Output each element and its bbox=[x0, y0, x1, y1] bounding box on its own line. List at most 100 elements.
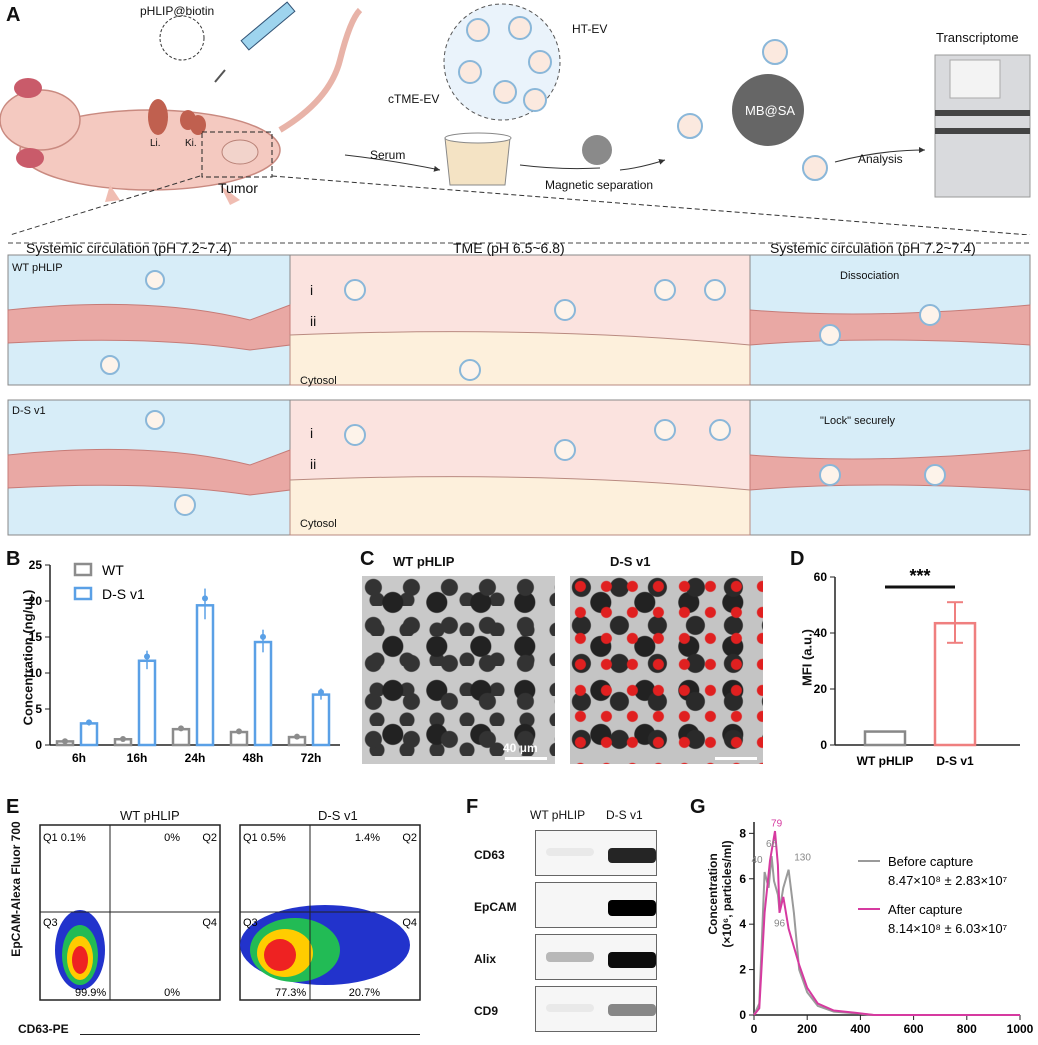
g-x-tick-label: 400 bbox=[850, 1022, 870, 1036]
flow-q4-value: 0% bbox=[164, 987, 180, 999]
panel-f-col-wt: WT pHLIP bbox=[530, 808, 586, 822]
cytosol-label-1: Cytosol bbox=[300, 375, 337, 387]
b-x-tick-label: 48h bbox=[243, 751, 264, 765]
flow-q3-value: 77.3% bbox=[275, 987, 306, 999]
serum-label: Serum bbox=[370, 148, 406, 162]
b-legend-ds: D-S v1 bbox=[102, 586, 145, 602]
blot-band bbox=[608, 952, 656, 968]
panel-letter-b: B bbox=[6, 548, 21, 570]
sys-circ-right-label: Systemic circulation (pH 7.2~7.4) bbox=[770, 240, 976, 256]
g-x-tick-label: 800 bbox=[957, 1022, 977, 1036]
b-y-tick-label: 15 bbox=[29, 630, 43, 644]
flow-density bbox=[72, 946, 88, 974]
flow-q1-label: Q1 0.5% bbox=[243, 832, 286, 844]
g-y-tick-label: 8 bbox=[739, 826, 746, 840]
b-bar-ds bbox=[311, 693, 331, 747]
b-y-tick-label: 20 bbox=[29, 594, 43, 608]
tumor-box bbox=[201, 131, 273, 178]
flow-q4-value: 20.7% bbox=[349, 987, 380, 999]
blot-row-label: Alix bbox=[474, 952, 497, 966]
ds-row-label: D-S v1 bbox=[12, 405, 46, 417]
panel-letter-e: E bbox=[6, 796, 20, 818]
panel-e-x-arrow bbox=[80, 1034, 420, 1035]
ev-icons bbox=[458, 16, 552, 112]
tumor-icon bbox=[221, 139, 259, 165]
panel-g-ylabel-2: (×10⁶, particles/ml) bbox=[720, 840, 734, 948]
panel-letter-a: A bbox=[6, 4, 21, 26]
flow-q2-label: Q2 bbox=[402, 832, 417, 844]
panel-f-col-ds: D-S v1 bbox=[606, 808, 643, 822]
beaker-icon bbox=[444, 132, 512, 186]
g-y-tick-label: 2 bbox=[739, 963, 746, 977]
flow-density bbox=[264, 939, 296, 971]
scale-bar bbox=[505, 757, 547, 760]
ht-ev-label: HT-EV bbox=[572, 22, 608, 36]
blot-row-label: CD63 bbox=[474, 848, 505, 862]
ctme-ev-label: cTME-EV bbox=[388, 92, 440, 106]
syringe-icon bbox=[214, 1, 296, 83]
liver-icon bbox=[148, 99, 168, 135]
flow-q3-value: 99.9% bbox=[75, 987, 106, 999]
blot-row-label: EpCAM bbox=[474, 900, 517, 914]
magnetic-bead-small bbox=[582, 135, 612, 165]
probe-label: pHLIP@biotin bbox=[140, 4, 215, 18]
b-point bbox=[202, 595, 208, 602]
lock-label: "Lock" securely bbox=[820, 415, 896, 427]
panel-b-ylabel: Concentration (ng/uL) bbox=[20, 589, 36, 726]
b-point bbox=[144, 653, 150, 660]
blot-band bbox=[546, 848, 594, 857]
ev-icons-bound bbox=[677, 39, 828, 181]
d-bar bbox=[863, 730, 907, 747]
sys-circ-left-label: Systemic circulation (pH 7.2~7.4) bbox=[26, 240, 232, 256]
b-legend-wt: WT bbox=[102, 562, 124, 578]
g-x-tick-label: 0 bbox=[751, 1022, 758, 1036]
d-y-tick-label: 60 bbox=[814, 570, 828, 584]
blot-band bbox=[608, 900, 656, 916]
d-x-tick-label: WT pHLIP bbox=[857, 754, 914, 768]
b-legend-swatch-wt bbox=[73, 562, 93, 577]
blot-band bbox=[608, 848, 656, 863]
panel-g-line-chart: 0200400600800100002468Size (nm)406679961… bbox=[739, 819, 1033, 1040]
g-series-line-after bbox=[753, 830, 1020, 1016]
g-x-tick-label: 200 bbox=[797, 1022, 817, 1036]
b-point bbox=[178, 725, 184, 732]
flow-q2-value: 0% bbox=[164, 832, 180, 844]
flow-q4-label: Q4 bbox=[202, 917, 217, 929]
g-peak-label: 79 bbox=[771, 819, 783, 830]
micrograph-ds bbox=[570, 576, 763, 764]
tme-label: TME (pH 6.5~6.8) bbox=[453, 240, 565, 256]
g-y-tick-label: 0 bbox=[739, 1008, 746, 1022]
panel-letter-c: C bbox=[360, 548, 375, 570]
panel-letter-g: G bbox=[690, 796, 706, 818]
b-x-tick-label: 6h bbox=[72, 751, 86, 765]
panel-letter-f: F bbox=[466, 796, 479, 818]
b-point bbox=[86, 719, 92, 726]
blot-band bbox=[608, 1004, 656, 1016]
blot-strip bbox=[535, 934, 657, 980]
panel-g-ylabel-1: Concentration bbox=[706, 853, 720, 935]
g-y-tick-label: 4 bbox=[739, 917, 746, 931]
kidney-icon bbox=[180, 110, 206, 135]
b-legend-swatch-ds bbox=[73, 586, 93, 601]
b-bar-ds bbox=[137, 659, 157, 747]
g-legend-after-value: 8.14×10⁸ ± 6.03×10⁷ bbox=[888, 921, 1008, 936]
d-y-tick-label: 20 bbox=[814, 682, 828, 696]
mouse-illustration bbox=[0, 7, 363, 205]
b-bar-ds bbox=[79, 722, 99, 747]
g-legend-before-value: 8.47×10⁸ ± 2.83×10⁷ bbox=[888, 873, 1008, 888]
g-peak-label: 96 bbox=[774, 918, 786, 929]
b-point bbox=[120, 735, 126, 742]
magnetic-separation-label: Magnetic separation bbox=[545, 178, 654, 192]
g-legend-before: Before capture bbox=[888, 854, 973, 869]
mb-sa-label: MB@SA bbox=[745, 103, 796, 118]
flow-q4-label: Q4 bbox=[402, 917, 417, 929]
panel-d-ylabel: MFI (a.u.) bbox=[799, 628, 815, 687]
b-point bbox=[260, 633, 266, 640]
g-x-tick-label: 600 bbox=[904, 1022, 924, 1036]
d-y-tick-label: 0 bbox=[820, 738, 827, 752]
cytosol-label-2: Cytosol bbox=[300, 518, 337, 530]
blot-band bbox=[546, 952, 594, 962]
flow-q2-label: Q2 bbox=[202, 832, 217, 844]
path-ii-label-1: ii bbox=[310, 313, 317, 329]
b-x-tick-label: 24h bbox=[185, 751, 206, 765]
